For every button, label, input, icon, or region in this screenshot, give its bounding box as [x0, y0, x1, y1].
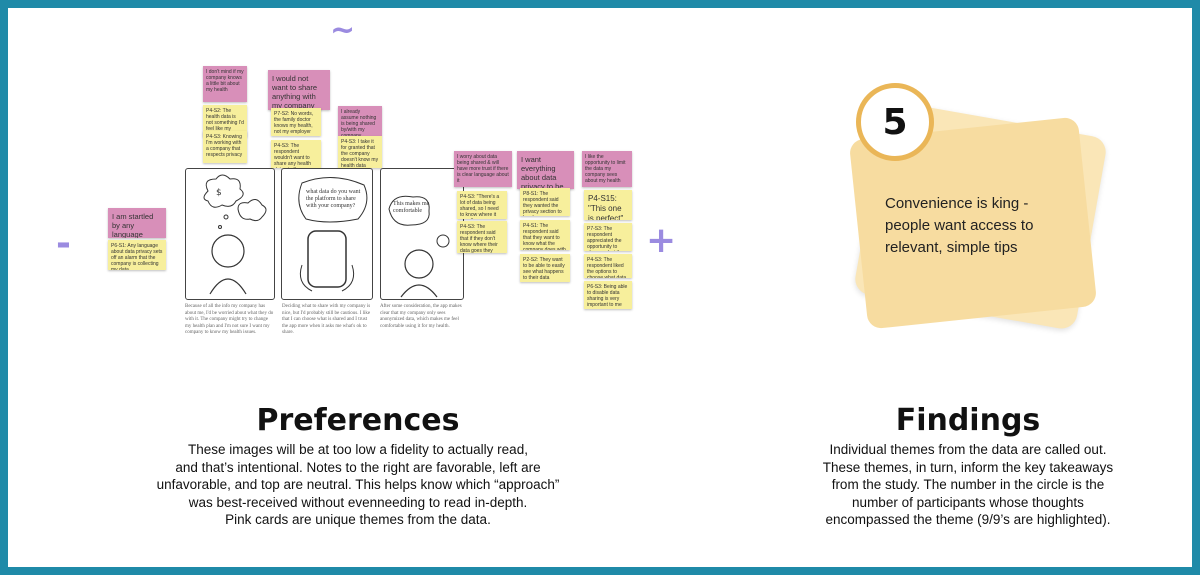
neutral-note-card: P4-S3: I take it for granted that the co…: [338, 136, 382, 168]
favorable-note-card: P4-S15: "This one is perfect": [584, 190, 632, 220]
preferences-line: and that’s intentional. Notes to the rig…: [175, 459, 541, 475]
findings-line: from the study. The number in the circle…: [831, 477, 1105, 492]
neutral-note-card: P7-S2: No words, the family doctor knows…: [271, 108, 321, 136]
preferences-title: Preferences: [256, 403, 460, 438]
neutral-note-card: P4-S3: Knowing I'm working with a compan…: [203, 131, 247, 163]
preferences-line: unfavorable, and top are neutral. This h…: [156, 477, 560, 492]
findings-line: number of participants whose thoughts: [852, 494, 1084, 510]
storyboard-sketch-3: [388, 195, 450, 298]
sketch-thought-bubble: what data do you want the platform to sh…: [306, 189, 361, 209]
storyboard-sketch-1: $: [203, 174, 267, 295]
favorable-note-card: P2-S2: They want to be able to easily se…: [520, 254, 570, 282]
storyboard-sketch-2: [298, 176, 368, 292]
findings-line: These themes, in turn, inform the key ta…: [822, 459, 1114, 475]
findings-description: Individual themes from the data are call…: [783, 441, 1153, 529]
presentation-slide: ~ - + I don't mind if my company knows a…: [8, 8, 1192, 567]
favorable-plus-marker: +: [646, 220, 677, 261]
neutral-note-card: P4-S3: The respondent wouldn't want to s…: [271, 140, 321, 168]
preferences-description: These images will be at too low a fideli…: [118, 441, 598, 529]
favorable-note-card: P8-S1: The respondent said they wanted t…: [520, 188, 570, 216]
favorable-theme-card-1: I worry about data being shared & will h…: [454, 151, 512, 187]
favorable-theme-card-2: I want everything about data privacy to …: [517, 151, 574, 189]
favorable-note-card: P4-S1: The respondent said that they wan…: [520, 220, 570, 250]
favorable-note-card: P6-S3: Being able to disable data sharin…: [584, 281, 632, 309]
storyboard-caption-1: Because of all the info my company has a…: [185, 304, 274, 335]
findings-title: Findings: [895, 403, 1041, 438]
preferences-line: was best-received without evenneeding to…: [188, 494, 528, 510]
favorable-note-card: P4-S3: The respondent liked the options …: [584, 254, 632, 278]
storyboard-panel-2: what data do you want the platform to sh…: [281, 168, 373, 300]
findings-line: encompassed the theme (9/9’s are highlig…: [825, 512, 1111, 527]
unfavorable-minus-marker: -: [56, 223, 71, 264]
svg-text:$: $: [216, 188, 222, 198]
preferences-line: Pink cards are unique themes from the da…: [225, 512, 491, 527]
unfavorable-note-card: P6-S1: Any language about data privacy s…: [108, 240, 166, 270]
favorable-note-card: P7-S3: The respondent appreciated the op…: [584, 223, 632, 251]
neutral-tilde-marker: ~: [330, 13, 356, 48]
storyboard-caption-3: After some consideration, the app makes …: [380, 304, 462, 329]
preferences-line: These images will be at too low a fideli…: [188, 442, 528, 457]
storyboard-panel-3: This makes me comfortable: [380, 168, 464, 300]
storyboard-caption-2: Deciding what to share with my company i…: [282, 304, 371, 335]
sketch-thought-bubble: This makes me comfortable: [393, 201, 430, 214]
favorable-theme-card-3: I like the opportunity to limit the data…: [582, 151, 632, 187]
finding-card-text: Convenience is king - people want access…: [885, 195, 1034, 256]
neutral-theme-card-2: I would not want to share anything with …: [268, 70, 330, 110]
neutral-theme-card-3: I already assume nothing is being shared…: [338, 106, 382, 136]
favorable-note-card: P4-S3: "There's a lot of data being shar…: [457, 191, 507, 219]
favorable-note-card: P4-S3: The respondent said that if they …: [457, 221, 507, 253]
findings-line: Individual themes from the data are call…: [829, 442, 1107, 457]
neutral-theme-card-1: I don't mind if my company knows a littl…: [203, 66, 247, 102]
storyboard-panel-1: $: [185, 168, 275, 300]
unfavorable-theme-card: I am startled by any language about data…: [108, 208, 166, 238]
participant-count-badge: 5: [856, 83, 934, 161]
